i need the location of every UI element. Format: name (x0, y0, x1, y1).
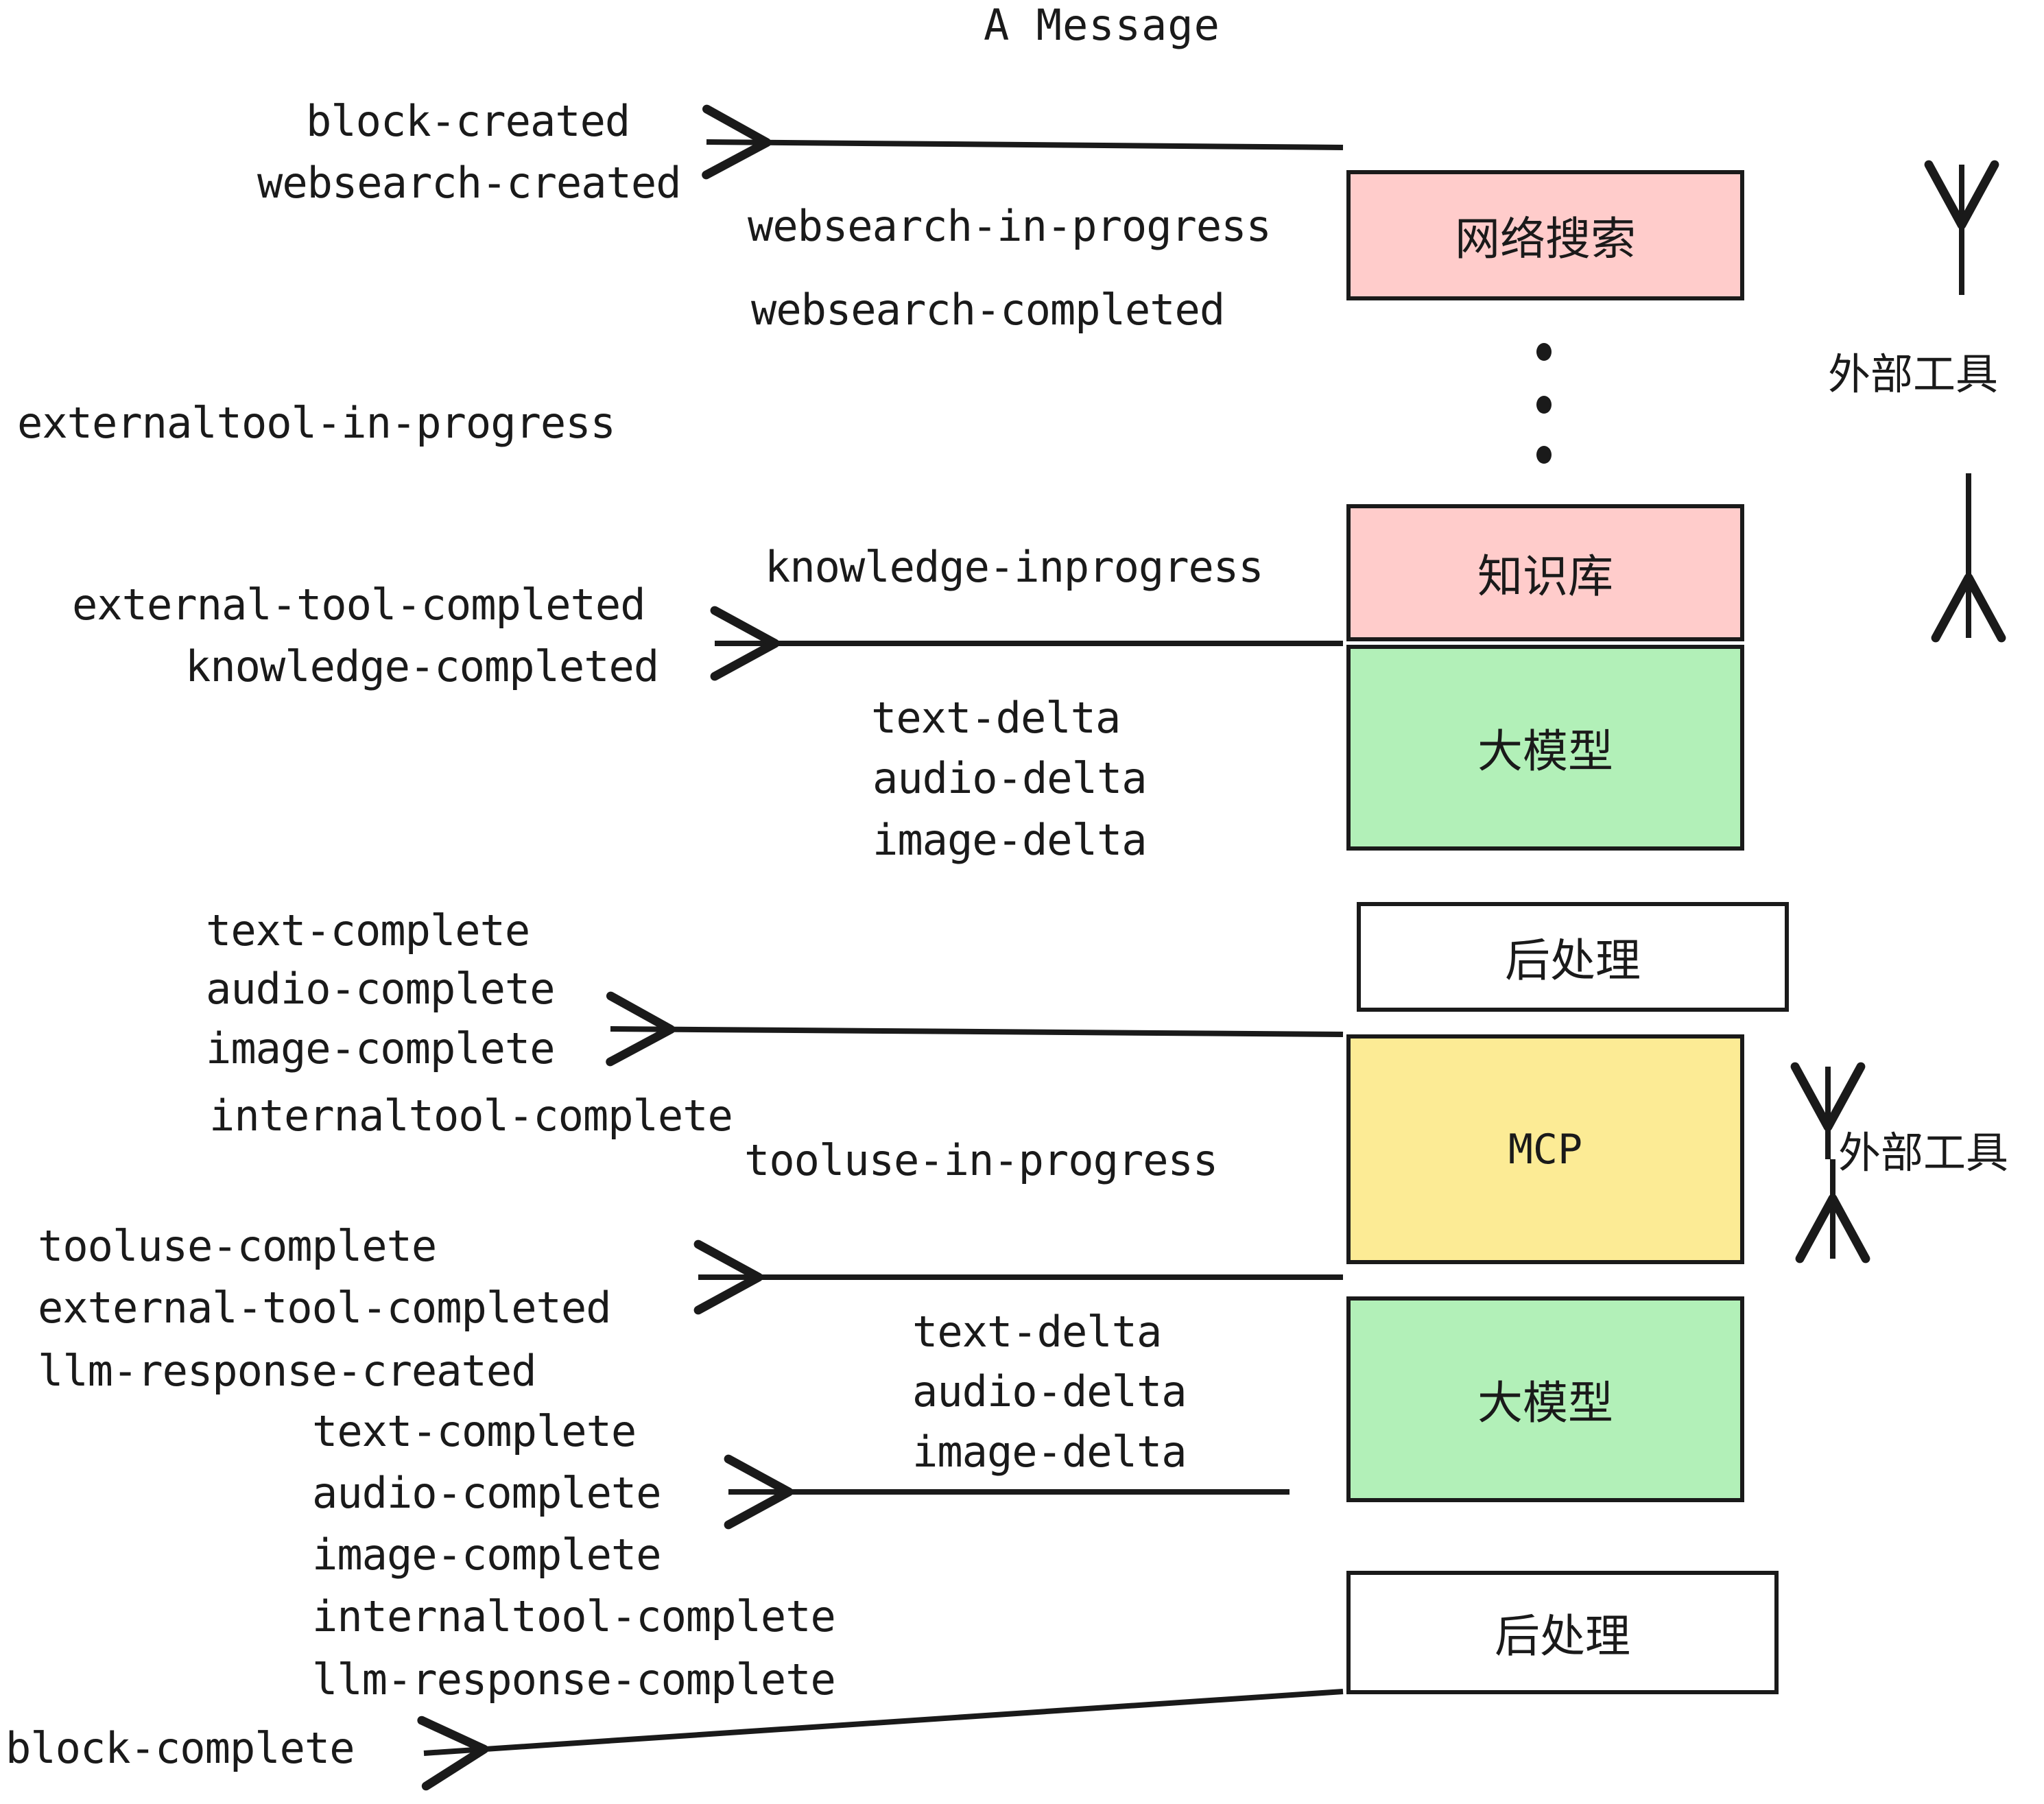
node-knowledge[interactable]: 知识库 (1346, 504, 1744, 641)
event-text-delta-1: text-delta (871, 693, 1121, 743)
node-llm-1[interactable]: 大模型 (1346, 645, 1744, 851)
event-knowledge-completed: knowledge-completed (185, 641, 659, 691)
node-mcp-label: MCP (1508, 1125, 1583, 1174)
ellipsis-dot (1536, 343, 1552, 361)
node-postprocess-2-label: 后处理 (1495, 1610, 1630, 1663)
event-audio-delta-2: audio-delta (912, 1366, 1187, 1416)
event-text-delta-2: text-delta (912, 1307, 1162, 1357)
event-tooluse-complete: tooluse-complete (38, 1221, 437, 1271)
event-image-complete-1: image-complete (206, 1023, 556, 1073)
arrow-image-complete (606, 991, 1344, 1067)
side-label-external-tool-bottom: 外部工具 (1838, 1128, 2009, 1178)
ellipsis-dot (1536, 446, 1552, 464)
event-audio-complete-1: audio-complete (206, 964, 556, 1014)
node-mcp[interactable]: MCP (1346, 1034, 1744, 1264)
event-knowledge-inprogress: knowledge-inprogress (765, 542, 1264, 592)
event-externaltool-in-progress: externaltool-in-progress (17, 398, 616, 448)
ellipsis-dot (1536, 396, 1552, 414)
event-audio-complete-2: audio-complete (312, 1468, 662, 1518)
event-image-delta-1: image-delta (872, 815, 1148, 865)
node-websearch-label: 网络搜索 (1455, 213, 1636, 265)
arrow-block-created (702, 104, 1344, 180)
side-label-external-tool-top: 外部工具 (1828, 349, 1999, 399)
node-knowledge-label: 知识库 (1477, 550, 1613, 603)
event-text-complete-1: text-complete (206, 905, 530, 956)
event-text-complete-2: text-complete (312, 1406, 637, 1456)
event-block-created: block-created (306, 96, 630, 146)
node-llm-1-label: 大模型 (1477, 725, 1613, 778)
node-llm-2[interactable]: 大模型 (1346, 1296, 1744, 1502)
node-postprocess-1[interactable]: 后处理 (1357, 902, 1789, 1012)
event-audio-delta-1: audio-delta (872, 753, 1148, 803)
node-postprocess-1-label: 后处理 (1505, 934, 1641, 987)
event-block-complete: block-complete (5, 1723, 355, 1773)
node-postprocess-2[interactable]: 后处理 (1346, 1571, 1779, 1694)
event-external-tool-completed-1: external-tool-completed (72, 580, 646, 630)
event-external-tool-completed-2: external-tool-completed (38, 1283, 612, 1333)
page-title: A Message (984, 0, 1220, 50)
event-image-complete-2: image-complete (312, 1530, 662, 1580)
event-websearch-created: websearch-created (257, 158, 682, 208)
event-llm-response-created: llm-response-created (38, 1346, 537, 1396)
event-image-delta-2: image-delta (912, 1427, 1187, 1477)
event-websearch-completed: websearch-completed (751, 285, 1225, 335)
event-tooluse-in-progress: tooluse-in-progress (744, 1135, 1218, 1185)
event-llm-response-complete: llm-response-complete (312, 1654, 836, 1705)
node-llm-2-label: 大模型 (1477, 1377, 1613, 1429)
node-websearch[interactable]: 网络搜索 (1346, 170, 1744, 300)
event-internaltool-complete-2: internaltool-complete (312, 1591, 836, 1641)
event-internaltool-complete-1: internaltool-complete (209, 1091, 733, 1141)
event-websearch-in-progress: websearch-in-progress (748, 201, 1272, 251)
